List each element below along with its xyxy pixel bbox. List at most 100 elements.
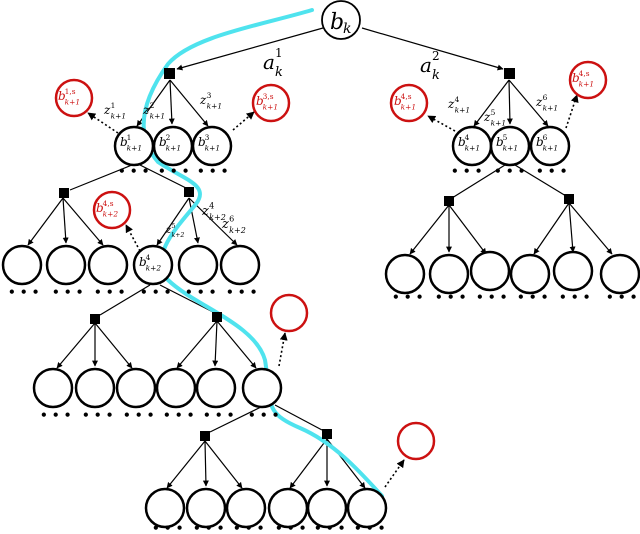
sampled-belief-nodes xyxy=(54,60,608,461)
belief-node xyxy=(1,244,43,286)
svg-text:a: a xyxy=(420,53,432,77)
svg-text:b: b xyxy=(120,135,128,149)
svg-text:z: z xyxy=(221,217,229,232)
svg-text:z: z xyxy=(165,225,172,236)
svg-text:b: b xyxy=(139,255,147,269)
ellipsis: • • • xyxy=(197,164,228,178)
edge-b1-a xyxy=(69,164,133,191)
ellipsis: • • • xyxy=(606,290,637,304)
svg-text:z: z xyxy=(483,110,491,124)
belief-node xyxy=(599,253,640,295)
svg-text:k: k xyxy=(432,68,440,83)
belief-node xyxy=(225,487,267,529)
ellipsis: • • • xyxy=(517,290,548,304)
edge-a1-b2 xyxy=(168,79,175,125)
ellipsis: • • • xyxy=(233,521,264,534)
ellipsis: • • • xyxy=(203,408,234,422)
edge-root-a2 xyxy=(361,27,504,71)
belief-nodes xyxy=(1,125,640,529)
edge-l2b-c5 xyxy=(188,197,200,244)
svg-text:z: z xyxy=(535,95,543,109)
dotted-b6-b6s xyxy=(565,94,579,129)
svg-text:4,s: 4,s xyxy=(401,92,412,101)
sampled-edges xyxy=(87,94,579,488)
action-square-icon xyxy=(90,314,100,324)
action-square-icon xyxy=(322,429,332,439)
ellipsis: • • • xyxy=(40,408,71,422)
edge-l2b-c4 xyxy=(156,197,190,246)
root-label-sub: k xyxy=(343,21,351,37)
belief-node xyxy=(32,367,74,409)
svg-text:3: 3 xyxy=(207,91,212,100)
belief-node xyxy=(195,367,237,409)
svg-text:k: k xyxy=(275,65,283,80)
sampled-belief-b4s xyxy=(389,83,429,123)
belief-label-b4-k2: b4k+2 xyxy=(139,253,161,273)
svg-text:b: b xyxy=(58,89,66,103)
edge-a2-b5 xyxy=(506,79,513,125)
edge-l2a-c1 xyxy=(27,197,64,246)
sampled-label-b4s-k2: b4,sk+2 xyxy=(96,199,118,219)
edge-l3b-c6 xyxy=(216,320,257,369)
svg-text:z: z xyxy=(201,204,209,219)
ellipsis: • • • xyxy=(559,290,590,304)
svg-text:k+2: k+2 xyxy=(103,210,119,219)
ellipsis: • • • xyxy=(392,290,423,304)
action-square-icon xyxy=(59,188,69,198)
svg-text:5: 5 xyxy=(172,223,176,230)
edge-l3n6-b xyxy=(274,404,323,431)
dotted-l3n6-sampled xyxy=(278,332,288,367)
belief-node xyxy=(155,367,197,409)
svg-text:b: b xyxy=(394,94,402,108)
belief-node xyxy=(469,250,511,292)
edge-r-a-c3 xyxy=(448,204,487,255)
belief-node xyxy=(428,253,470,295)
edge-l3a-c3 xyxy=(94,322,133,369)
sampled-belief-b4s-k2 xyxy=(92,190,132,230)
edge-l3n6-a xyxy=(209,404,266,433)
action-square-icon xyxy=(200,431,210,441)
edge-a2-b6 xyxy=(508,79,549,127)
svg-text:4: 4 xyxy=(209,202,214,211)
sampled-label-2: b4,sk+1 xyxy=(394,92,416,112)
belief-label-b1: b1k+1 xyxy=(120,133,142,153)
belief-node xyxy=(552,250,594,292)
svg-text:a: a xyxy=(263,50,275,74)
edge-root-a1 xyxy=(176,27,324,71)
belief-label-b4: b4k+1 xyxy=(458,133,480,153)
edge-b4k2-a xyxy=(99,284,151,316)
edge-r-a-c1 xyxy=(409,204,450,255)
svg-text:k+1: k+1 xyxy=(127,144,142,153)
svg-text:6: 6 xyxy=(543,133,548,142)
ellipsis: • • • xyxy=(8,285,39,299)
svg-text:1,s: 1,s xyxy=(65,87,76,96)
belief-node xyxy=(509,253,551,295)
belief-node xyxy=(241,367,283,409)
ellipsis: • • • xyxy=(193,521,224,534)
edge-r-b-c6 xyxy=(568,202,613,255)
sampled-belief-empty xyxy=(269,293,309,333)
svg-text:k+2: k+2 xyxy=(209,213,226,222)
edge-b4k2-b xyxy=(159,284,214,313)
belief-node-b4-k2 xyxy=(132,244,174,286)
belief-node xyxy=(87,244,129,286)
edge-l2a-c3 xyxy=(62,197,104,246)
edge-l4a-c3 xyxy=(204,440,243,489)
dotted-b4k2-b4s xyxy=(125,224,141,252)
highlighted-path xyxy=(141,8,384,498)
belief-node xyxy=(185,487,227,529)
svg-text:z: z xyxy=(199,93,207,107)
svg-text:4: 4 xyxy=(465,133,470,142)
belief-node-b3 xyxy=(191,125,233,167)
svg-text:b: b xyxy=(198,135,206,149)
svg-text:k+1: k+1 xyxy=(111,112,126,121)
sampled-belief-empty xyxy=(396,421,436,461)
edge-b1-b xyxy=(139,164,187,189)
action-square-icon xyxy=(504,68,515,79)
svg-text:6: 6 xyxy=(543,93,548,102)
belief-node xyxy=(177,244,219,286)
ellipsis: • • • xyxy=(536,164,567,178)
